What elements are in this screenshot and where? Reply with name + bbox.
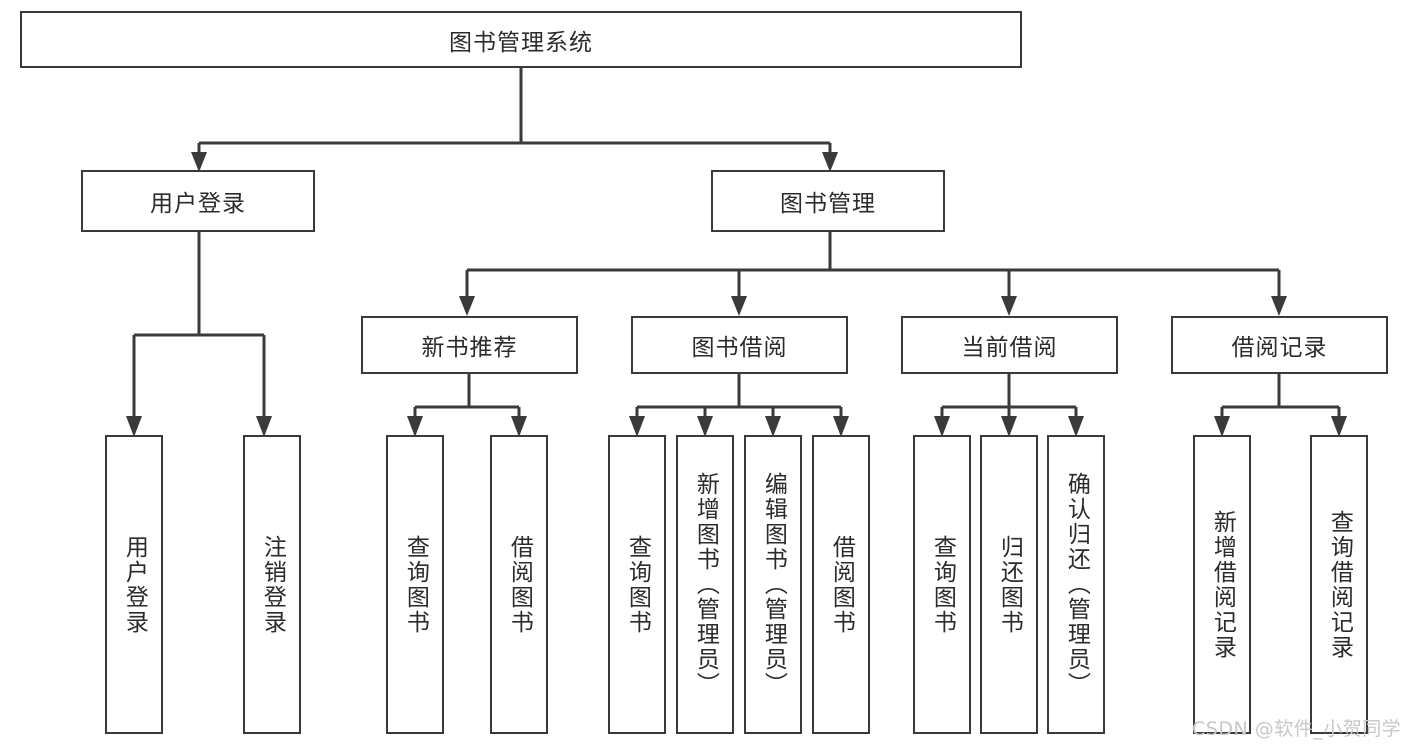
csdn-watermark-label: CSDN @软件_小贺同学 (1192, 718, 1402, 740)
csdn-watermark: CSDN @软件_小贺同学 (1192, 714, 1401, 741)
node-user-login[interactable]: 用户登录 (81, 170, 315, 232)
node-user-login-label: 用户登录 (150, 191, 246, 217)
node-book-borrow-label: 图书借阅 (691, 335, 788, 361)
node-leaf-add-book-label: 新增图书（管理员） (692, 472, 719, 697)
node-book-manage[interactable]: 图书管理 (711, 170, 945, 232)
node-leaf-query-book-2[interactable]: 查询图书 (608, 435, 666, 734)
node-leaf-query-record[interactable]: 查询借阅记录 (1310, 435, 1368, 734)
node-leaf-query-book-2-label: 查询图书 (624, 534, 651, 635)
node-leaf-query-book-1-label: 查询图书 (402, 534, 429, 635)
node-leaf-borrow-book-1[interactable]: 借阅图书 (490, 435, 548, 734)
node-leaf-borrow-book-2-label: 借阅图书 (828, 534, 855, 635)
node-leaf-user-login-label: 用户登录 (121, 534, 148, 635)
node-root-system[interactable]: 图书管理系统 (20, 11, 1022, 68)
node-leaf-add-book[interactable]: 新增图书（管理员） (676, 435, 734, 734)
node-leaf-add-record-label: 新增借阅记录 (1209, 509, 1236, 660)
node-leaf-user-logout-label: 注销登录 (259, 534, 286, 635)
node-current-borrow-label: 当前借阅 (961, 335, 1058, 361)
node-borrow-record[interactable]: 借阅记录 (1171, 316, 1388, 374)
node-leaf-add-record[interactable]: 新增借阅记录 (1193, 435, 1251, 734)
node-leaf-edit-book-label: 编辑图书（管理员） (760, 472, 787, 697)
node-book-manage-label: 图书管理 (780, 191, 876, 217)
node-leaf-query-record-label: 查询借阅记录 (1326, 509, 1353, 660)
node-leaf-query-book-1[interactable]: 查询图书 (386, 435, 444, 734)
node-current-borrow[interactable]: 当前借阅 (901, 316, 1118, 374)
node-leaf-confirm-return[interactable]: 确认归还（管理员） (1047, 435, 1105, 734)
node-leaf-user-login[interactable]: 用户登录 (105, 435, 163, 734)
node-leaf-query-book-3[interactable]: 查询图书 (913, 435, 971, 734)
node-leaf-query-book-3-label: 查询图书 (929, 534, 956, 635)
node-leaf-return-book-label: 归还图书 (996, 534, 1023, 635)
node-borrow-record-label: 借阅记录 (1231, 335, 1328, 361)
node-leaf-user-logout[interactable]: 注销登录 (243, 435, 301, 734)
node-leaf-edit-book[interactable]: 编辑图书（管理员） (744, 435, 802, 734)
node-leaf-confirm-return-label: 确认归还（管理员） (1063, 472, 1090, 697)
node-leaf-borrow-book-1-label: 借阅图书 (506, 534, 533, 635)
node-leaf-return-book[interactable]: 归还图书 (980, 435, 1038, 734)
node-new-book-rec-label: 新书推荐 (421, 335, 518, 361)
node-new-book-rec[interactable]: 新书推荐 (361, 316, 578, 374)
node-root-system-label: 图书管理系统 (449, 29, 593, 56)
node-book-borrow[interactable]: 图书借阅 (631, 316, 848, 374)
node-leaf-borrow-book-2[interactable]: 借阅图书 (812, 435, 870, 734)
